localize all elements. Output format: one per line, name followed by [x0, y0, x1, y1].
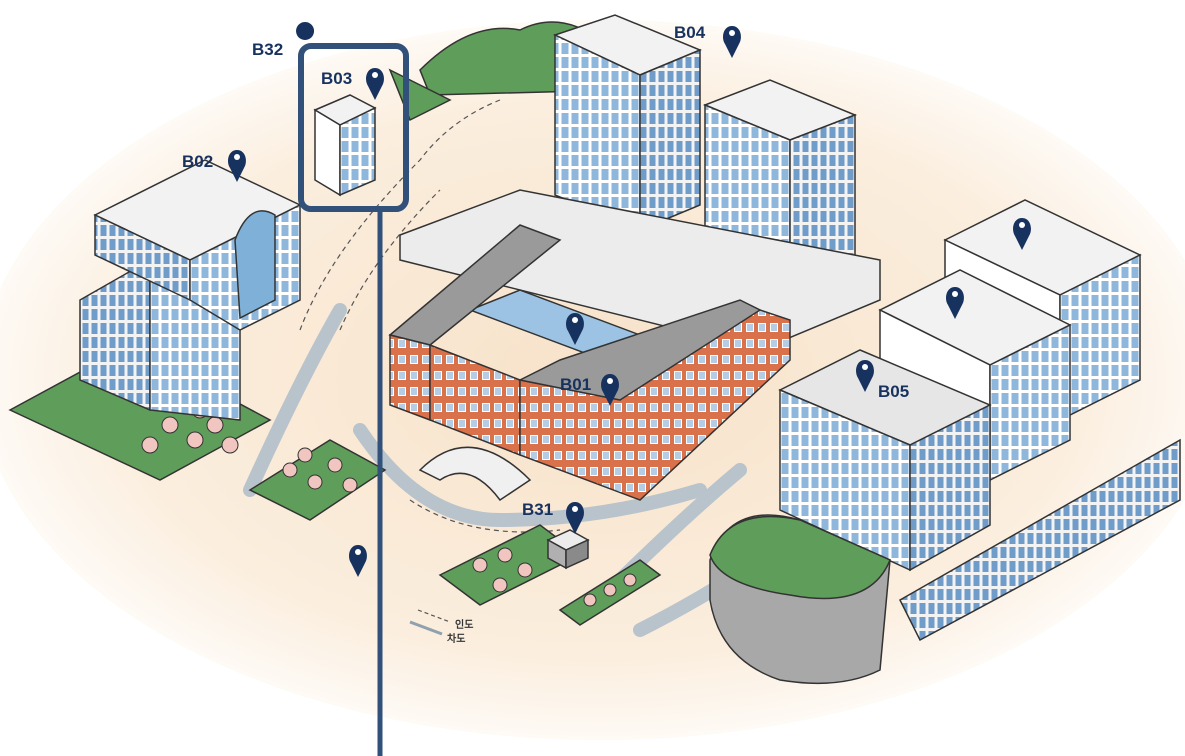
marker-icon-b32 — [296, 22, 315, 40]
label-b02[interactable]: B02 — [182, 152, 214, 171]
marker-dots — [234, 30, 1025, 555]
highlight-box-b03 — [298, 43, 409, 212]
legend-walkway-label: 인도 — [455, 620, 474, 631]
marker-icon-b31 — [566, 502, 584, 534]
label-b01[interactable]: B01 — [560, 375, 592, 394]
marker-icon-top-right — [1013, 218, 1031, 250]
marker-icon-b01 — [601, 374, 619, 406]
label-b31[interactable]: B31 — [522, 500, 554, 519]
marker-icon-b02 — [228, 150, 246, 182]
star-marker-icon — [349, 545, 367, 577]
marker-icon-b03 — [366, 68, 384, 100]
marker-icon-b01-top — [566, 313, 584, 345]
marker-icon-mid-right — [946, 287, 964, 319]
round-plaza — [709, 514, 891, 685]
markers — [228, 22, 1031, 577]
legend-roadway-label: 차도 — [447, 634, 466, 645]
label-b32[interactable]: B32 — [252, 40, 284, 59]
label-b05[interactable]: B05 — [878, 382, 910, 401]
building-b03[interactable] — [313, 94, 377, 197]
marker-icon-b05 — [856, 360, 874, 392]
marker-icon-b04 — [723, 26, 741, 58]
legend-lines — [409, 609, 451, 636]
building-b02[interactable] — [79, 159, 302, 421]
label-b04[interactable]: B04 — [674, 23, 706, 42]
label-b03[interactable]: B03 — [321, 69, 353, 88]
building-b31[interactable] — [546, 529, 590, 570]
